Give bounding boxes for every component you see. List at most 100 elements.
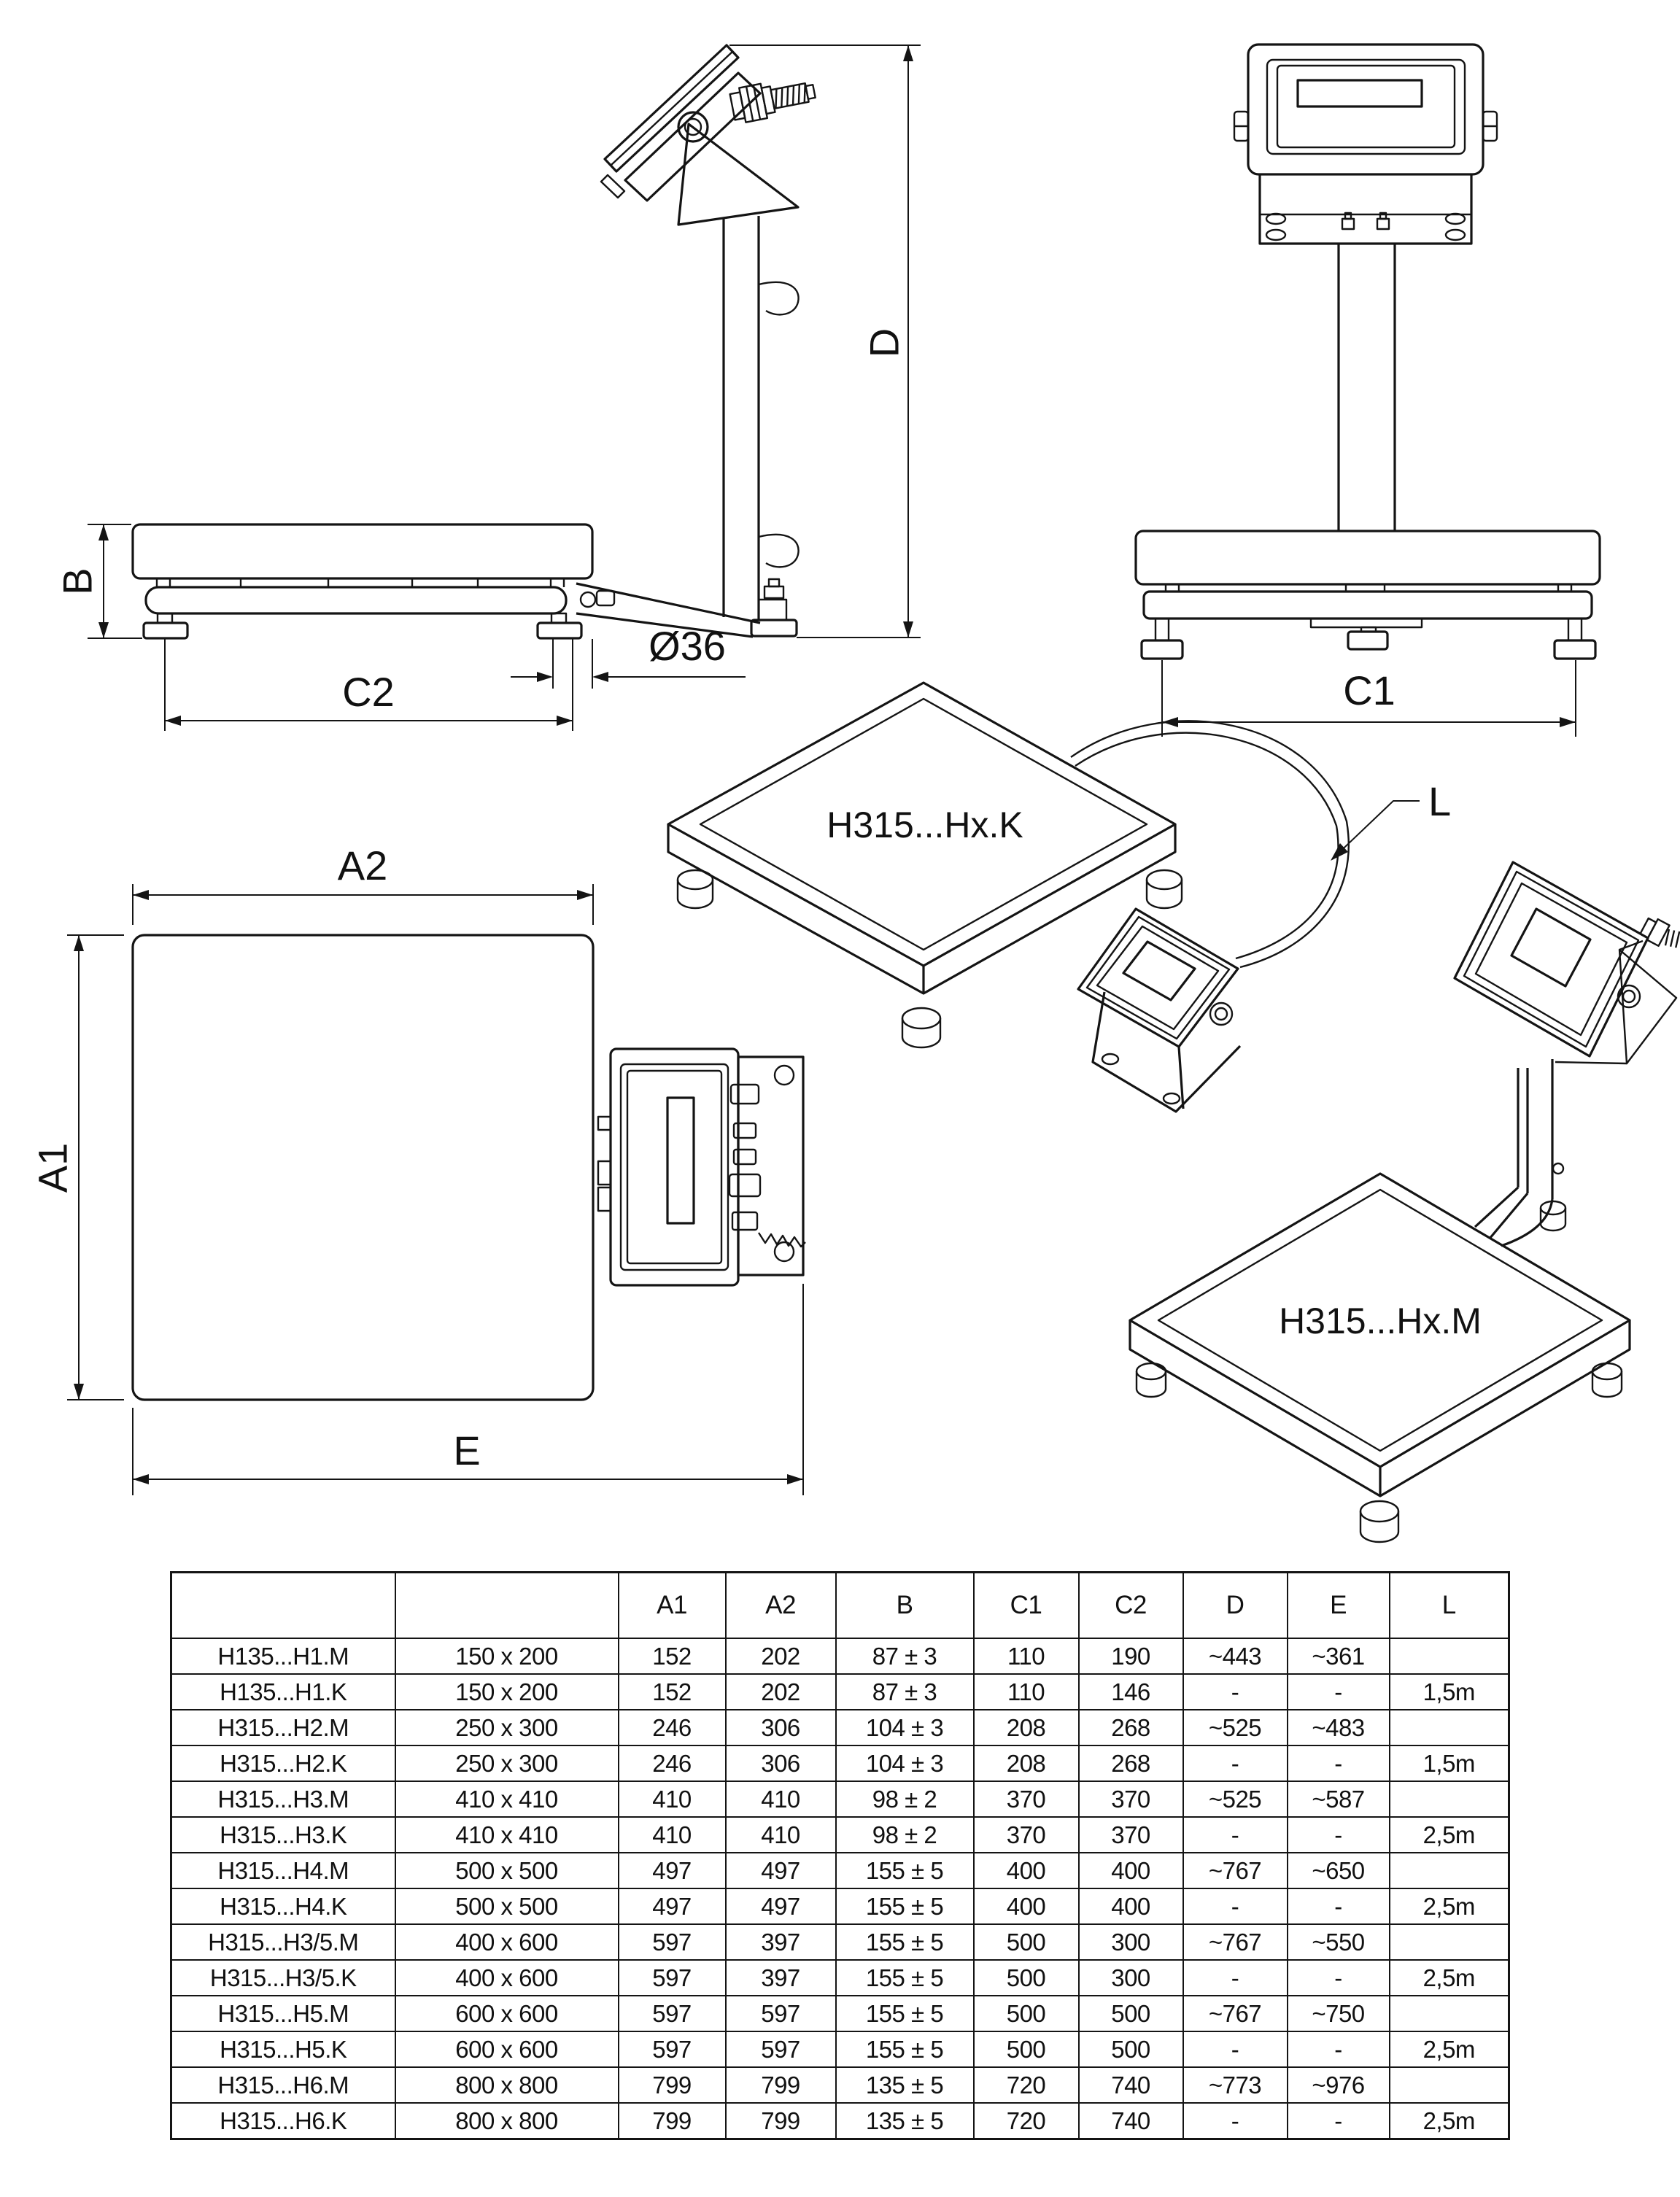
- table-cell: ~650: [1286, 1852, 1390, 1889]
- table-cell: 152: [617, 1638, 727, 1675]
- dim-label-l: L: [1428, 778, 1451, 824]
- dim-label-a1: A1: [30, 1143, 76, 1193]
- table-cell: H315...H4.M: [170, 1852, 396, 1889]
- iso-k-platform: [667, 681, 1183, 1049]
- front-platform: [1134, 530, 1601, 660]
- table-cell: 98 ± 2: [835, 1781, 975, 1818]
- table-cell: 135 ± 5: [835, 2066, 975, 2104]
- dim-label-c1: C1: [1343, 667, 1396, 713]
- table-cell: 98 ± 2: [835, 1816, 975, 1853]
- table-cell: -: [1286, 1673, 1390, 1710]
- iso-view-m: H315...Hx.M: [1129, 861, 1680, 1543]
- table-cell: 500: [972, 1959, 1080, 1996]
- table-cell: 597: [724, 1995, 837, 2032]
- table-cell: ~976: [1286, 2066, 1390, 2104]
- table-cell: 397: [724, 1923, 837, 1961]
- cable-hook-icon: [758, 281, 800, 316]
- table-cell: 500: [1077, 1995, 1184, 2032]
- table-cell: -: [1286, 1888, 1390, 1925]
- table-cell: -: [1182, 1816, 1288, 1853]
- table-cell: -: [1182, 1959, 1288, 1996]
- table-cell: 500 x 500: [394, 1852, 619, 1889]
- table-cell: 87 ± 3: [835, 1673, 975, 1710]
- table-cell: 208: [972, 1709, 1080, 1746]
- table-cell: 410 x 410: [394, 1816, 619, 1853]
- table-cell: 400: [972, 1852, 1080, 1889]
- table-cell: 497: [617, 1888, 727, 1925]
- drawing-area: B C2 D Ø36: [30, 43, 1680, 1543]
- table-cell: 500 x 500: [394, 1888, 619, 1925]
- table-header-cell: C1: [972, 1571, 1080, 1639]
- table-cell: 190: [1077, 1638, 1184, 1675]
- dim-label-diameter: Ø36: [649, 623, 726, 669]
- table-header-cell: [170, 1571, 396, 1639]
- table-cell: [1388, 1709, 1510, 1746]
- table-cell: ~767: [1182, 1923, 1288, 1961]
- foot-icon: [1359, 1500, 1400, 1543]
- table-cell: 246: [617, 1709, 727, 1746]
- dimension-a2: A2: [132, 842, 594, 925]
- mounting-plate: [737, 1055, 805, 1276]
- table-header-cell: [394, 1571, 619, 1639]
- table-cell: 500: [972, 2031, 1080, 2068]
- side-view: B C2 D Ø36: [55, 44, 921, 731]
- plate-hole-icon: [773, 1064, 795, 1086]
- foot-icon: [1591, 1362, 1623, 1398]
- table-cell: 2,5m: [1388, 1888, 1510, 1925]
- table-cell: 300: [1077, 1959, 1184, 1996]
- table-cell: 155 ± 5: [835, 1959, 975, 1996]
- table-cell: ~767: [1182, 1995, 1288, 2032]
- plate-hole-icon: [773, 1241, 795, 1263]
- iso-k-display: [1077, 907, 1242, 1113]
- table-cell: ~525: [1182, 1709, 1288, 1746]
- table-cell: 597: [617, 1995, 727, 2032]
- table-cell: 2,5m: [1388, 2031, 1510, 2068]
- table-cell: H315...H3.M: [170, 1781, 396, 1818]
- foot-icon: [676, 869, 714, 910]
- table-cell: 202: [724, 1638, 837, 1675]
- table-cell: 268: [1077, 1709, 1184, 1746]
- table-cell: 720: [972, 2102, 1080, 2140]
- table-cell: ~767: [1182, 1852, 1288, 1889]
- table-cell: -: [1182, 1745, 1288, 1782]
- cable-gland-icon: [732, 1122, 757, 1139]
- dimension-d: D: [729, 44, 921, 638]
- table-cell: 135 ± 5: [835, 2102, 975, 2140]
- table-cell: 300: [1077, 1923, 1184, 1961]
- table-cell: 400: [1077, 1888, 1184, 1925]
- table-cell: 150 x 200: [394, 1638, 619, 1675]
- table-cell: -: [1182, 2102, 1288, 2140]
- table-cell: -: [1286, 2102, 1390, 2140]
- display-slot: [666, 1096, 695, 1225]
- dimension-diameter-36: Ø36: [511, 623, 746, 689]
- table-header-cell: E: [1286, 1571, 1390, 1639]
- dimension-b: B: [55, 524, 142, 639]
- table-cell: 497: [724, 1852, 837, 1889]
- plan-view: A2 A1 E: [30, 842, 806, 1495]
- table-cell: [1388, 1852, 1510, 1889]
- table-cell: 1,5m: [1388, 1745, 1510, 1782]
- table-cell: 110: [972, 1673, 1080, 1710]
- table-cell: ~773: [1182, 2066, 1288, 2104]
- table-cell: 208: [972, 1745, 1080, 1782]
- table-cell: 740: [1077, 2102, 1184, 2140]
- table-cell: 400 x 600: [394, 1923, 619, 1961]
- table-cell: 146: [1077, 1673, 1184, 1710]
- table-cell: 104 ± 3: [835, 1709, 975, 1746]
- table-cell: H315...H6.K: [170, 2102, 396, 2140]
- table-cell: 2,5m: [1388, 2102, 1510, 2140]
- table-cell: 597: [724, 2031, 837, 2068]
- table-cell: H315...H6.M: [170, 2066, 396, 2104]
- table-header-cell: A1: [617, 1571, 727, 1639]
- table-cell: -: [1286, 2031, 1390, 2068]
- table-cell: [1388, 2066, 1510, 2104]
- dimension-e: E: [132, 1284, 804, 1495]
- table-cell: 155 ± 5: [835, 1995, 975, 2032]
- table-cell: 306: [724, 1709, 837, 1746]
- cable-hook-icon: [758, 533, 800, 568]
